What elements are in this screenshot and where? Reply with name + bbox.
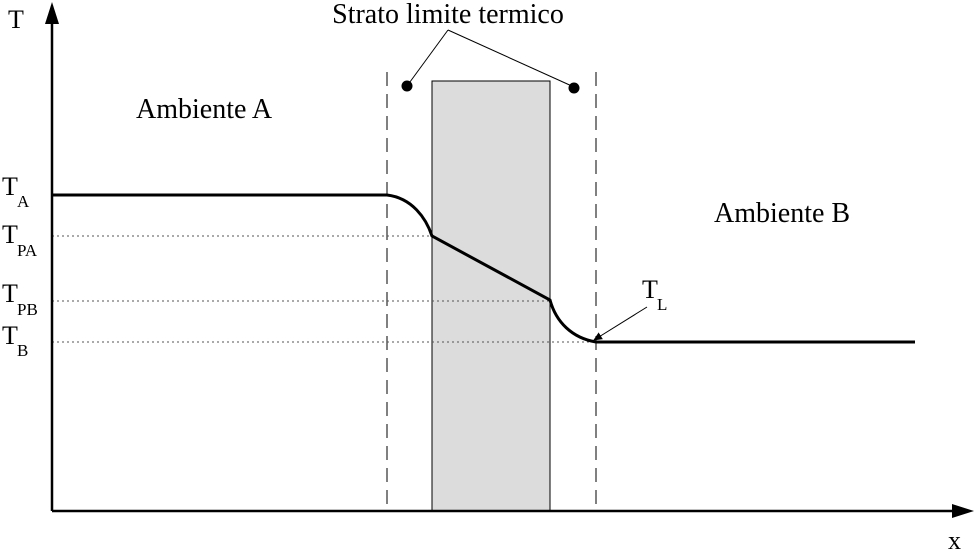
label-t-b: T B [2, 321, 28, 360]
label-t-a: T A [2, 172, 30, 211]
svg-text:B: B [17, 341, 28, 360]
region-label-right: Ambiente B [714, 198, 850, 229]
svg-text:A: A [17, 192, 30, 211]
x-axis-arrow [952, 504, 974, 518]
svg-text:T: T [2, 279, 18, 308]
label-t-l: T L [642, 275, 667, 314]
label-t-pa: T PA [2, 220, 38, 260]
boundary-dot-right [568, 82, 580, 94]
t-l-arrow [593, 306, 648, 341]
temperature-profile-curve [52, 193, 915, 344]
svg-text:T: T [2, 321, 18, 350]
svg-text:L: L [657, 295, 667, 314]
svg-text:PB: PB [17, 300, 38, 319]
title-leader-left [406, 29, 449, 87]
label-t-pb: T PB [2, 279, 38, 319]
boundary-dot-left [401, 80, 413, 92]
region-label-left: Ambiente A [136, 94, 273, 125]
wall-rect [431, 80, 551, 512]
svg-text:T: T [2, 220, 18, 249]
svg-text:T: T [2, 172, 18, 201]
svg-text:T: T [642, 275, 658, 304]
y-axis-arrow [45, 2, 59, 24]
x-axis-label: x [948, 526, 961, 551]
svg-text:PA: PA [17, 241, 38, 260]
title-leader-right [447, 29, 575, 88]
diagram-title: Strato limite termico [332, 0, 564, 30]
y-axis-label: T [8, 5, 24, 34]
